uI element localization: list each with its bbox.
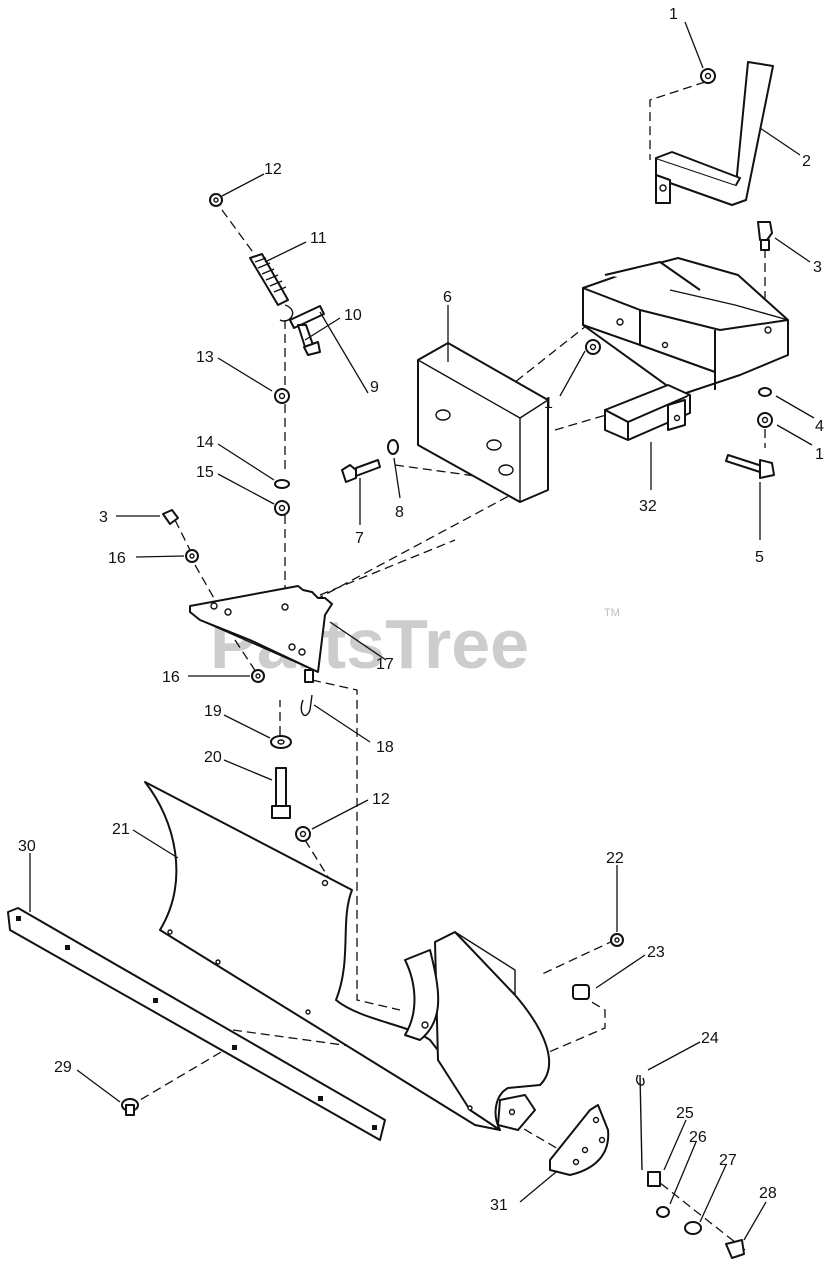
callout-27: 27 <box>719 1152 737 1169</box>
callout-6: 6 <box>443 289 452 306</box>
part-2-lift-handle <box>655 61 774 206</box>
callout-5: 5 <box>755 549 764 566</box>
callout-28: 28 <box>759 1185 777 1202</box>
callout-30: 30 <box>18 838 36 855</box>
callout-15: 15 <box>196 464 214 481</box>
callout-1: 1 <box>669 6 678 23</box>
callout-11: 11 <box>310 230 327 247</box>
callout-16: 16 <box>108 550 126 567</box>
callout-1: 1 <box>815 446 824 463</box>
callout-12: 12 <box>372 791 390 808</box>
part-17-bracket <box>189 585 333 683</box>
callout-7: 7 <box>355 530 364 547</box>
callout-8: 8 <box>395 504 404 521</box>
part-30-cutting-edge <box>7 907 386 1141</box>
callout-4: 4 <box>815 418 824 435</box>
callout-18: 18 <box>376 739 394 756</box>
callout-19: 19 <box>204 703 222 720</box>
callout-31: 31 <box>490 1197 508 1214</box>
callout-17: 17 <box>376 656 394 673</box>
callout-14: 14 <box>196 434 214 451</box>
callout-23: 23 <box>647 944 665 961</box>
spring-11 <box>249 253 294 322</box>
watermark-tm: TM <box>604 607 620 619</box>
callout-25: 25 <box>676 1105 694 1122</box>
callout-9: 9 <box>370 379 379 396</box>
part-6-weight <box>417 342 549 503</box>
callout-16: 16 <box>162 669 180 686</box>
callout-21: 21 <box>112 821 130 838</box>
callout-29: 29 <box>54 1059 72 1076</box>
hitch-frame <box>582 257 789 441</box>
callout-3: 3 <box>813 259 822 276</box>
callout-1: 1 <box>544 395 553 412</box>
callout-2: 2 <box>802 153 811 170</box>
leader-lines <box>29 21 815 1241</box>
callout-26: 26 <box>689 1129 707 1146</box>
callout-24: 24 <box>701 1030 719 1047</box>
hardware <box>121 68 775 1259</box>
callout-20: 20 <box>204 749 222 766</box>
callout-labels: 1 2 3 4 1 5 32 1 6 7 8 9 10 11 12 13 14 … <box>18 6 824 1214</box>
callout-12: 12 <box>264 161 282 178</box>
part-21-blade <box>144 781 550 1131</box>
callout-32: 32 <box>639 498 657 515</box>
part-31-skid <box>549 1104 610 1176</box>
callout-10: 10 <box>344 307 362 324</box>
callout-13: 13 <box>196 349 214 366</box>
callout-3: 3 <box>99 509 108 526</box>
callout-22: 22 <box>606 850 624 867</box>
